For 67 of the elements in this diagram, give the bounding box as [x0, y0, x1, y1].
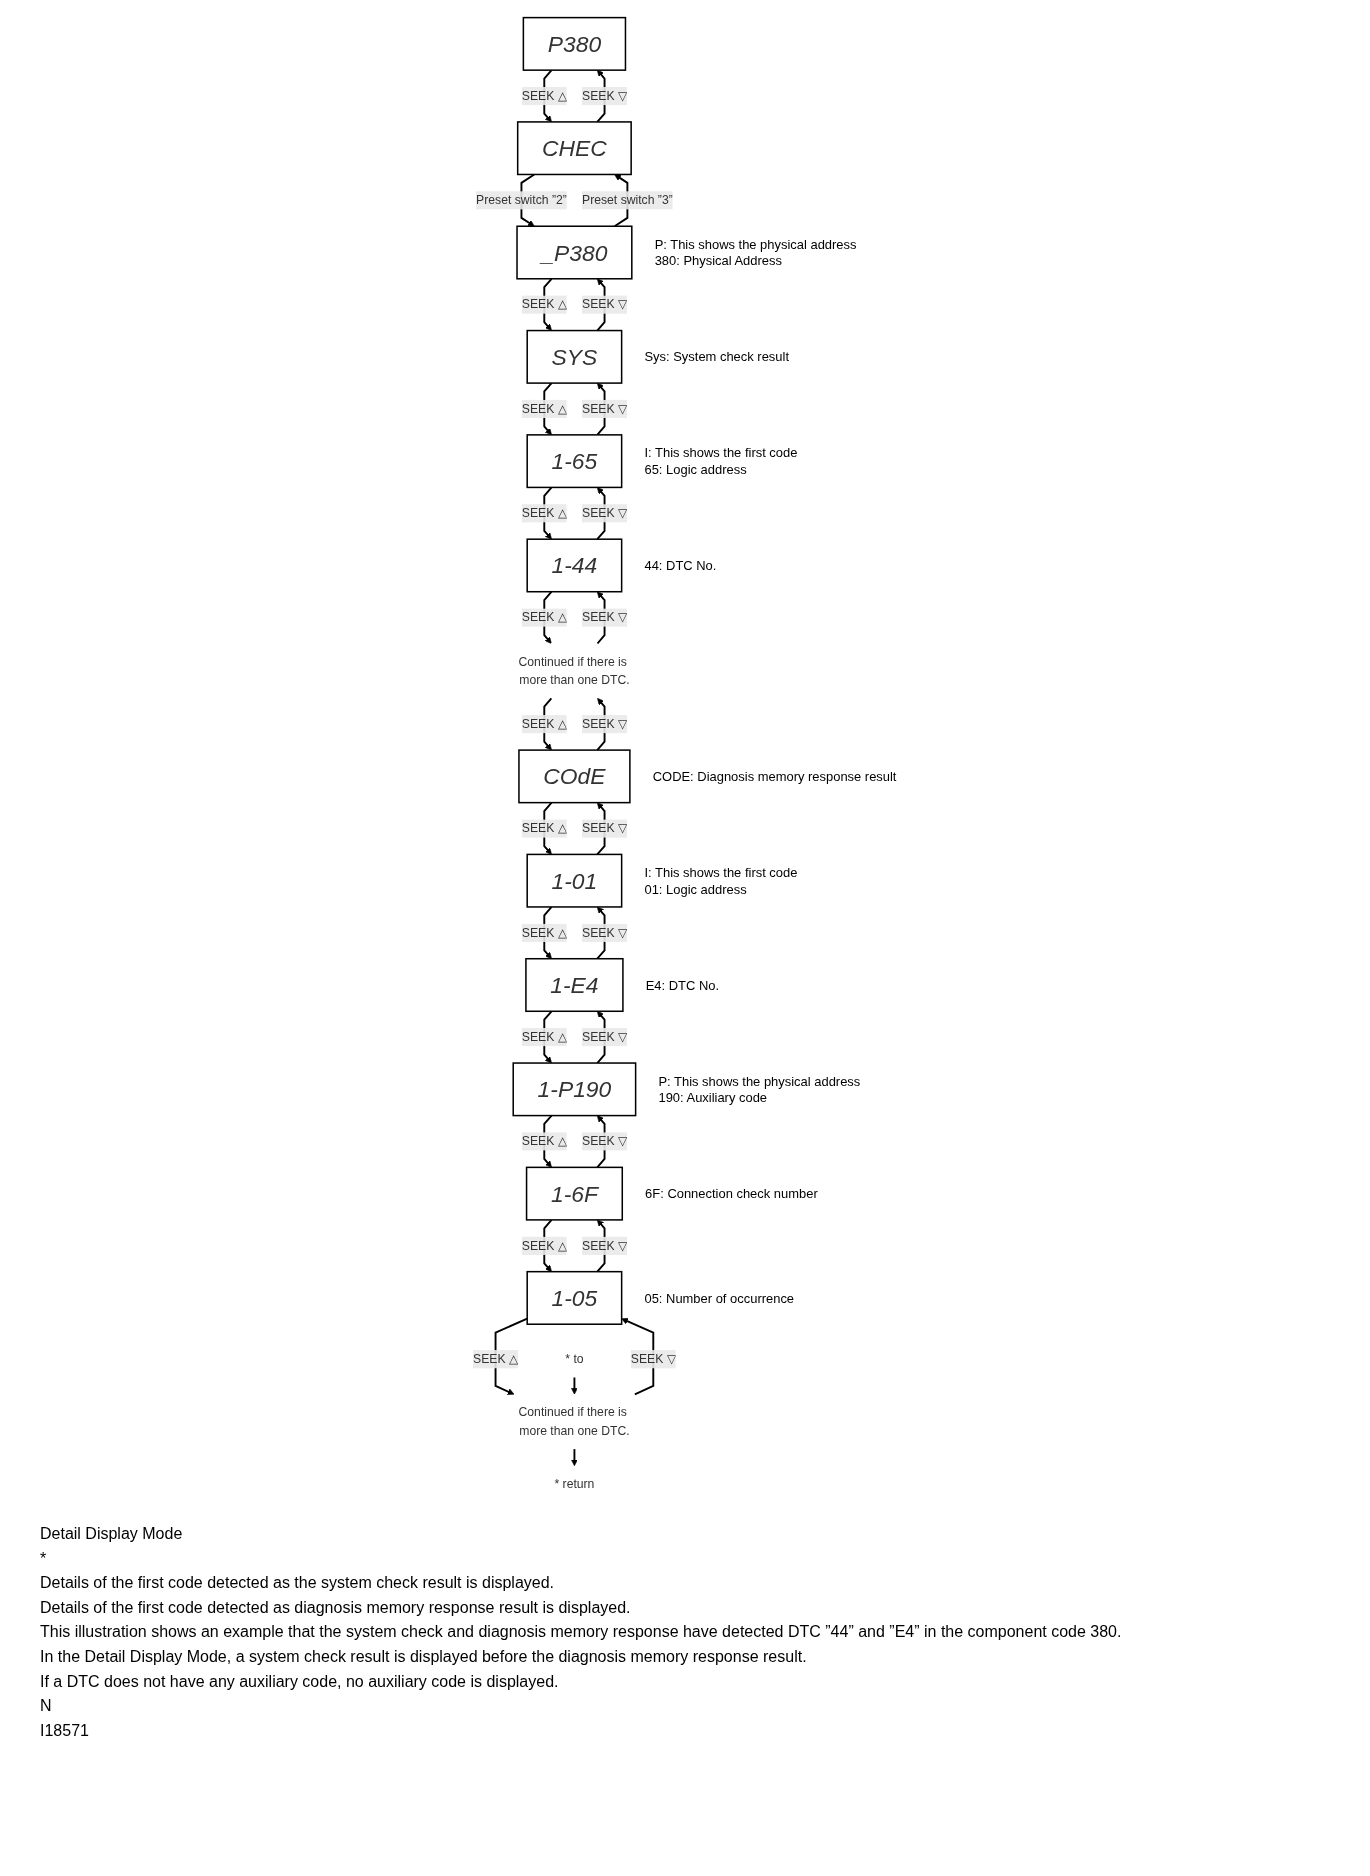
- edge-label: SEEK △: [521, 1238, 567, 1252]
- edge-label: SEEK △: [521, 610, 567, 624]
- edge-label: SEEK ▽: [582, 821, 628, 835]
- note-text: This illustration shows an example that the system check and diagnosis memory response have detected DTC ”44” and ”E4” in the component code 380.: [40, 1622, 1123, 1643]
- note-text: If a DTC does not have any auxiliary code, no auxiliary code is displayed.: [40, 1671, 560, 1692]
- edge-label: SEEK ▽: [582, 297, 628, 311]
- note-text: *: [40, 1548, 48, 1569]
- edge-label: SEEK ▽: [582, 1134, 628, 1148]
- note-text: Detail Display Mode: [40, 1524, 184, 1544]
- node-caption: E4: DTC No.: [645, 977, 720, 993]
- node-caption: 65: Logic address: [644, 462, 747, 478]
- node-text: Continued if there is more than one DTC.: [518, 1405, 630, 1437]
- node-box: 1-01: [526, 853, 623, 908]
- arrow: [571, 1448, 578, 1467]
- note-text: Details of the first code detected as diagnosis memory response result is displayed.: [40, 1597, 632, 1618]
- edge-label: SEEK △: [521, 925, 567, 939]
- edge-label: SEEK ▽: [630, 1352, 676, 1366]
- node-text: * return: [554, 1477, 595, 1491]
- node-box: P380: [522, 16, 627, 71]
- edge-label: SEEK ▽: [582, 89, 628, 103]
- edge-label: SEEK △: [473, 1352, 519, 1366]
- node-caption: 6F: Connection check number: [645, 1186, 818, 1202]
- note-text: In the Detail Display Mode, a system check result is displayed before the diagnosis memory response result.: [40, 1646, 808, 1667]
- node-caption: 01: Logic address: [644, 881, 747, 897]
- node-box: _P380: [516, 225, 633, 280]
- edge-label: Preset switch ”3”: [582, 193, 673, 207]
- node-caption: 190: Auxiliary code: [658, 1090, 768, 1106]
- arrow: [571, 1376, 578, 1395]
- node-caption: Sys: System check result: [644, 349, 789, 365]
- node-box: 1-44: [526, 538, 623, 593]
- node-box: 1-6F: [525, 1166, 624, 1221]
- edge-label: Preset switch ”2”: [476, 193, 567, 207]
- node-caption: P: This shows the physical address: [654, 236, 857, 252]
- edge-label: SEEK ▽: [582, 1030, 628, 1044]
- edge-label: SEEK ▽: [582, 925, 628, 939]
- node-box: 1-05: [526, 1270, 623, 1325]
- edge-label: SEEK △: [521, 717, 567, 731]
- node-caption: I: This shows the first code: [644, 445, 798, 461]
- node-caption: 380: Physical Address: [654, 253, 782, 269]
- note-text: I18571: [40, 1720, 90, 1741]
- node-box: 1-65: [526, 434, 623, 489]
- node-caption: I: This shows the first code: [644, 864, 798, 880]
- edge-label: SEEK △: [521, 1030, 567, 1044]
- edge-label: SEEK △: [521, 1134, 567, 1148]
- edge-label: SEEK ▽: [582, 717, 628, 731]
- node-caption: CODE: Diagnosis memory response result: [652, 768, 897, 784]
- edge-label: SEEK △: [521, 89, 567, 103]
- edge-label: SEEK ▽: [582, 610, 628, 624]
- edge-label: SEEK ▽: [582, 1238, 628, 1252]
- edge-label: SEEK ▽: [582, 402, 628, 416]
- edge-label: SEEK △: [521, 402, 567, 416]
- node-caption: P: This shows the physical address: [658, 1073, 861, 1089]
- node-text: Continued if there is more than one DTC.: [518, 654, 630, 687]
- node-caption: 05: Number of occurrence: [644, 1290, 795, 1306]
- node-box: CHEC: [516, 121, 632, 176]
- node-text: * to: [565, 1352, 584, 1366]
- edge-label: SEEK △: [521, 297, 567, 311]
- node-box: SYS: [526, 329, 623, 384]
- node-box: 1-P190: [512, 1062, 637, 1117]
- note-text: N: [40, 1696, 53, 1717]
- edge-label: SEEK △: [521, 821, 567, 835]
- edge-label: SEEK △: [521, 506, 567, 520]
- node-box: COdE: [518, 749, 631, 804]
- node-caption: 44: DTC No.: [644, 558, 717, 574]
- edge-label: SEEK ▽: [582, 506, 628, 520]
- note-text: Details of the first code detected as the system check result is displayed.: [40, 1573, 556, 1594]
- node-box: 1-E4: [525, 957, 624, 1013]
